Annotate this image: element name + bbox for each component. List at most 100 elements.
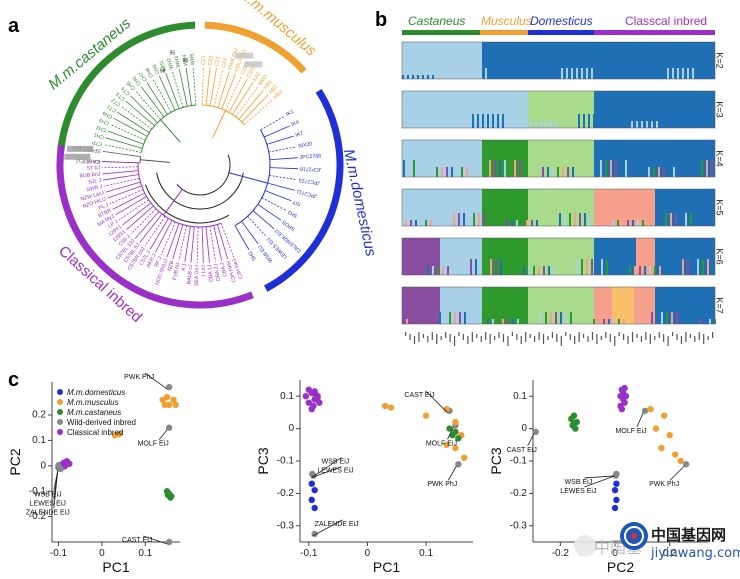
tree-branch <box>241 221 259 245</box>
sample-label-mark <box>498 332 500 338</box>
x-tick-label: 0.2 <box>663 548 677 559</box>
tree-branch <box>130 95 158 123</box>
group-bar <box>594 30 715 35</box>
structure-admixture-tick <box>637 220 639 226</box>
structure-admixture-tick <box>584 213 586 226</box>
tree-leaf-label: KAZ <box>252 71 262 83</box>
highlight-box <box>244 61 263 68</box>
structure-admixture-tick <box>646 121 648 128</box>
tree-leaf-label: WH2 <box>166 57 175 70</box>
pca-point-musculus <box>671 451 679 458</box>
structure-admixture-tick <box>540 312 542 324</box>
structure-admixture-tick <box>581 259 583 275</box>
structure-admixture-tick <box>547 167 549 177</box>
structure-admixture-tick <box>424 121 426 128</box>
structure-admixture-tick <box>564 213 566 226</box>
structure-admixture-tick <box>692 259 694 275</box>
y-tick-label: -0.1 <box>277 456 295 467</box>
pca-point-musculus <box>161 401 169 409</box>
highlight-box <box>64 153 91 160</box>
structure-admixture-tick <box>614 75 616 79</box>
structure-admixture-tick <box>442 266 444 275</box>
structure-admixture-tick <box>519 160 521 177</box>
tree-branch <box>178 225 187 261</box>
sample-label-mark <box>663 334 665 342</box>
tree-leaf-label: CH3 <box>98 116 110 126</box>
tree-branch <box>185 67 192 106</box>
structure-admixture-tick <box>665 213 667 226</box>
annotation-arrow <box>312 519 343 537</box>
sample-label-mark <box>422 334 424 338</box>
pca-point-castaneus <box>570 420 578 427</box>
structure-row-border <box>401 41 716 80</box>
structure-admixture-tick <box>402 75 404 79</box>
structure-admixture-tick <box>454 312 456 324</box>
bootstrap-value: 98 <box>160 68 166 74</box>
structure-admixture-tick <box>612 220 614 226</box>
structure-admixture-tick <box>555 121 557 128</box>
structure-admixture-tick <box>465 68 467 79</box>
tree-branch <box>205 226 210 263</box>
annotation-arrow <box>425 390 448 414</box>
tree-leaf-label: CT2 <box>110 97 122 108</box>
structure-admixture-tick <box>463 213 465 226</box>
clade-arc-musculus <box>204 21 307 74</box>
sample-label-mark <box>480 336 482 342</box>
structure-admixture-tick <box>470 259 472 275</box>
structure-admixture-tick <box>562 167 564 177</box>
sample-label-mark <box>502 334 505 342</box>
pca-point-classical <box>305 399 312 406</box>
highlight-box <box>67 145 94 152</box>
tree-leaf-label: IK7 <box>295 131 304 139</box>
pca-point-musculus <box>452 418 459 426</box>
sample-label-mark <box>703 334 705 344</box>
y-tick-label: 0 <box>288 423 294 434</box>
sample-label-mark <box>689 334 691 338</box>
k-label: K=6 <box>715 248 725 264</box>
tree-clade-arcs <box>56 21 344 309</box>
annotation-label: ZALENDE EiJ <box>315 521 359 528</box>
pca-point-classical <box>621 384 628 392</box>
structure-admixture-tick <box>466 167 468 177</box>
y-tick-label: 0.1 <box>280 391 294 402</box>
tree-clade-wild <box>139 156 142 163</box>
structure-admixture-tick <box>444 312 446 324</box>
tree-leaf-label: CH4 <box>102 109 114 119</box>
structure-admixture-tick <box>615 160 617 177</box>
structure-admixture-tick <box>619 75 621 79</box>
structure-admixture-tick <box>639 75 641 79</box>
structure-admixture-tick <box>694 114 696 128</box>
sample-label-mark <box>427 336 429 342</box>
k-label: K=3 <box>715 101 725 117</box>
structure-admixture-tick <box>531 220 533 226</box>
structure-admixture-tick <box>697 259 699 275</box>
tree-branch <box>139 213 163 243</box>
structure-admixture-tick <box>625 160 627 177</box>
tree-branch <box>149 218 169 250</box>
structure-admixture-tick <box>455 68 457 79</box>
tree-branch <box>196 226 199 263</box>
sample-label-mark <box>542 334 545 344</box>
y-tick-label: 0 <box>521 423 527 434</box>
pca-point-musculus <box>387 404 395 411</box>
pca-point-classical <box>305 386 312 393</box>
tree-leaf-label: HB2 <box>268 84 279 96</box>
structure-admixture-tick <box>692 68 694 79</box>
structure-admixture-tick <box>538 266 540 275</box>
structure-admixture-tick <box>475 68 477 79</box>
structure-row-border <box>401 90 716 129</box>
sample-label-mark <box>614 336 616 346</box>
tree-branch <box>125 100 155 127</box>
structure-admixture-tick <box>523 266 525 275</box>
x-tick-label: 0 <box>365 548 371 559</box>
tree-branch <box>184 226 191 262</box>
sample-label-mark <box>556 334 558 342</box>
structure-admixture-tick <box>513 75 515 79</box>
tree-branch <box>102 170 139 175</box>
structure-admixture-tick <box>516 220 518 226</box>
structure-admixture-tick <box>591 68 593 79</box>
structure-admixture-tick <box>608 114 610 128</box>
pca-legend: M.m.domesticusM.m.musculusM.m.castaneusW… <box>57 388 136 437</box>
tree-branch <box>190 226 195 263</box>
tree-branch <box>110 124 146 141</box>
